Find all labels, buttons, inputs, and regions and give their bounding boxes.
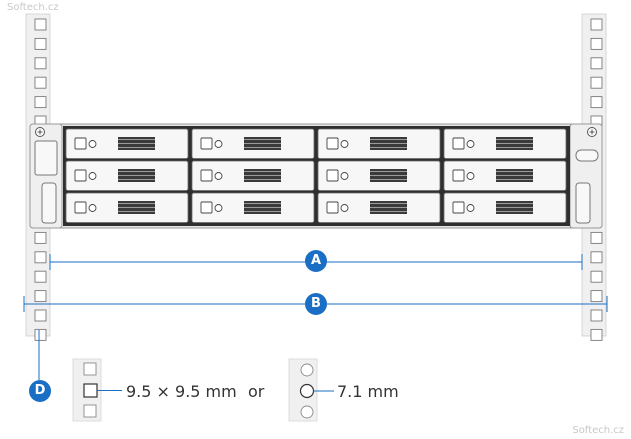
tray-latch-icon [200, 201, 213, 214]
tray-latch-icon [452, 137, 465, 150]
tray-led-icon [466, 172, 475, 180]
square-hole [83, 404, 97, 418]
tray-latch-icon [326, 201, 339, 214]
callout-d-badge [29, 380, 51, 402]
tray-led-icon [466, 204, 475, 212]
callout-a-badge [305, 250, 327, 272]
rail-hole [34, 270, 47, 283]
tray-led-icon [214, 204, 223, 212]
drive-bay [65, 160, 189, 191]
tray-latch-icon [326, 169, 339, 182]
rail-hole [34, 18, 47, 31]
drive-bay [191, 192, 315, 223]
tray-latch-icon [452, 169, 465, 182]
rail-hole [34, 96, 47, 109]
tray-led-icon [214, 140, 223, 148]
drive-bay [317, 192, 441, 223]
rail-hole [590, 328, 603, 341]
rail-hole [34, 309, 47, 322]
rail-hole [590, 96, 603, 109]
mounting-hole-options [72, 358, 334, 422]
rail-hole [590, 37, 603, 50]
drive-bay [317, 160, 441, 191]
tray-latch-icon [74, 169, 87, 182]
tray-led-icon [88, 172, 97, 180]
rail-hole [590, 18, 603, 31]
callout-b-label: B [311, 296, 321, 311]
rail-hole [34, 290, 47, 303]
rail-hole [590, 231, 603, 244]
drive-bay [443, 160, 567, 191]
callout-a-label: A [310, 253, 322, 268]
tray-latch-icon [200, 169, 213, 182]
tray-latch-icon [74, 137, 87, 150]
rail-hole [34, 37, 47, 50]
watermark-top: Softech.cz [7, 2, 59, 13]
rail-hole [34, 328, 47, 341]
or-separator: or [248, 382, 265, 401]
tray-led-icon [466, 140, 475, 148]
dimension-lines [23, 250, 608, 402]
round-hole [300, 405, 314, 419]
drive-bay [191, 160, 315, 191]
rail-hole [590, 290, 603, 303]
tray-led-icon [340, 172, 349, 180]
tray-led-icon [88, 204, 97, 212]
callout-d-label: D [34, 383, 46, 398]
tray-led-icon [340, 140, 349, 148]
round-hole-label: 7.1 mm [337, 382, 399, 401]
rail-hole [590, 76, 603, 89]
rail-hole [34, 251, 47, 264]
left-handle [41, 182, 57, 224]
tray-latch-icon [452, 201, 465, 214]
tray-latch-icon [326, 137, 339, 150]
right-handle [575, 182, 591, 224]
square-hole-highlight [83, 383, 98, 398]
tray-led-icon [340, 204, 349, 212]
drive-bay [65, 128, 189, 159]
watermark-bottom: Softech.cz [572, 425, 624, 436]
callout-b-badge [305, 293, 327, 315]
rail-hole [590, 309, 603, 322]
square-hole [83, 362, 97, 376]
drive-bay [317, 128, 441, 159]
round-hole-highlight [299, 383, 315, 399]
drive-bay [65, 192, 189, 223]
tray-latch-icon [200, 137, 213, 150]
nas-chassis [29, 123, 603, 229]
tray-latch-icon [74, 201, 87, 214]
rail-hole [590, 251, 603, 264]
status-led-bar [575, 149, 599, 162]
tray-led-icon [88, 140, 97, 148]
rail-hole [590, 57, 603, 70]
round-hole [300, 363, 314, 377]
tray-led-icon [214, 172, 223, 180]
drive-bay [191, 128, 315, 159]
rail-hole [34, 76, 47, 89]
square-hole-label: 9.5 × 9.5 mm [126, 382, 237, 401]
drive-bay [443, 128, 567, 159]
power-panel [34, 140, 58, 176]
rail-hole [34, 57, 47, 70]
rail-hole [34, 231, 47, 244]
drive-bay [443, 192, 567, 223]
rail-hole [590, 270, 603, 283]
